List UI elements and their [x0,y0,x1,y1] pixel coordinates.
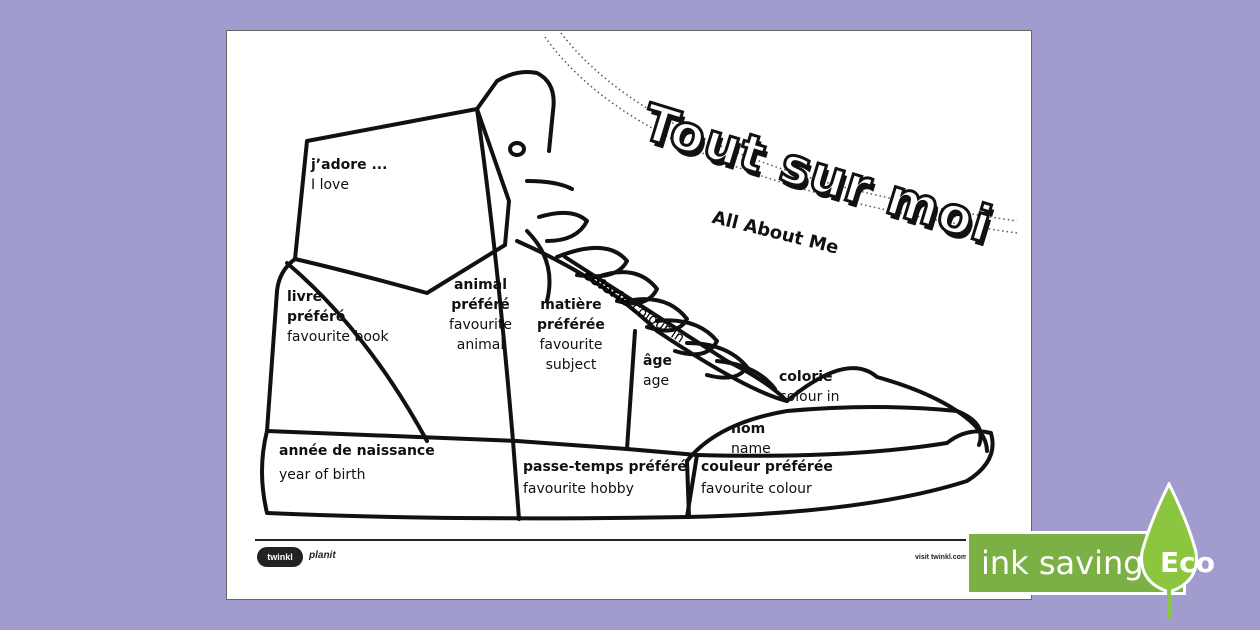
visit-link: visit twinkl.com [915,554,968,561]
eco-badge: Eco [1160,546,1215,579]
planit-brand: planit [309,550,336,561]
ink-saving-banner: ink saving [966,531,1186,595]
eco-leaf-icon [1140,482,1198,620]
label-jadore: j’adore ...I love [311,157,388,193]
twinkl-logo: twinkl [257,547,303,567]
footer-divider [255,539,1001,541]
ink-saving-label: ink saving [981,544,1144,582]
sneaker-outline [260,32,1018,521]
worksheet-page: Tout sur moi All About Me j’adore ...I l… [226,30,1032,600]
